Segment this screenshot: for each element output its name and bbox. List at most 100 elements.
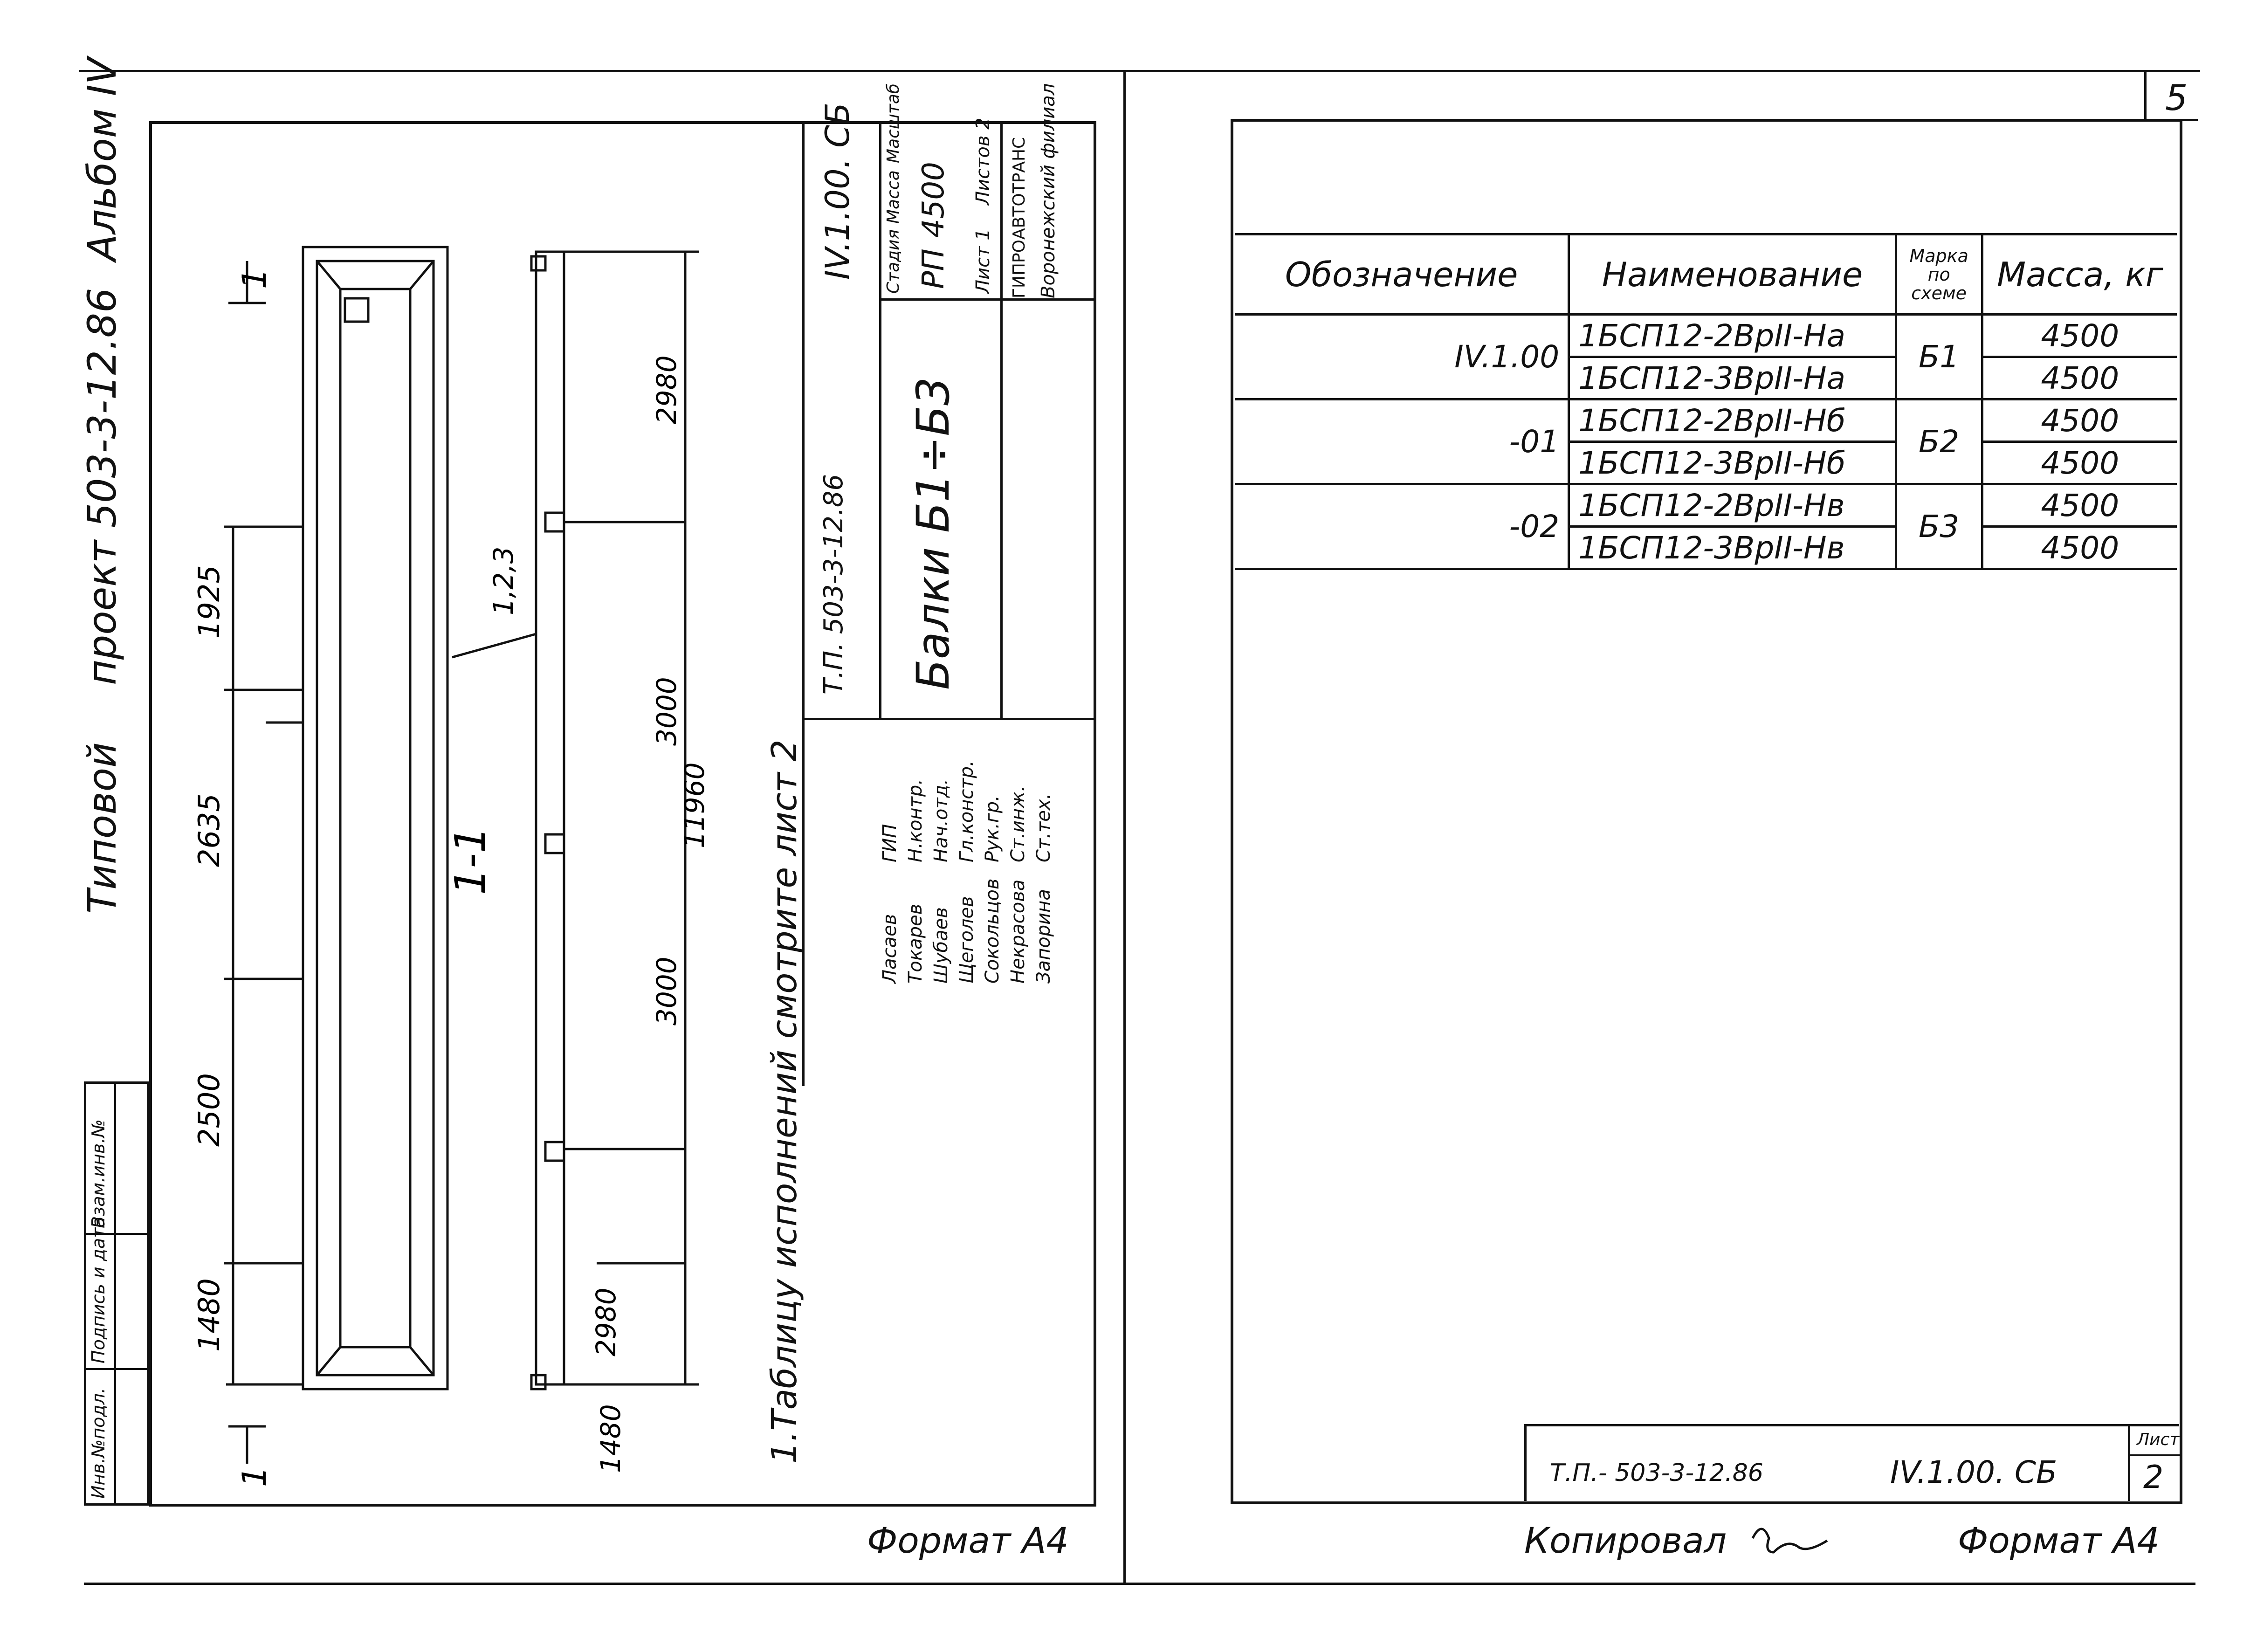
- sec-dim-2980-bot: 2980: [590, 1287, 622, 1356]
- staff-name: Ласаев: [879, 914, 901, 984]
- tb-doc-code: Т.П. 503-3-12.86: [819, 474, 849, 695]
- right-format-label: Формат А4: [1958, 1520, 2160, 1561]
- tb-scale-header: Масштаб: [884, 83, 903, 163]
- note-text: 1.Таблицу исполнений смотрите лист 2: [764, 739, 805, 1464]
- table-row: 1БСП12-3ВрII-Нв 4500: [1235, 525, 2177, 570]
- right-stamp: Т.П.- 503-3-12.86 IV.1.00. СБ Лист 2: [1524, 1424, 2181, 1501]
- sec-dim-3000-b: 3000: [651, 957, 682, 1026]
- staff-name: Некрасова: [1007, 879, 1029, 984]
- staff-role: Н.контр.: [905, 779, 926, 862]
- cell-mark: Б1: [1894, 313, 1983, 400]
- project-label: проект 503-3-12.86: [79, 288, 125, 685]
- staff-list: ГИП Ласаев Н.контр. Токарев Нач.отд. Шуб…: [879, 723, 1094, 1086]
- staff-role: Ст.тех.: [1033, 793, 1054, 862]
- section-label: 1-1: [446, 826, 495, 895]
- cell-name: 1БСП12-2ВрII-На: [1568, 313, 1897, 358]
- cell-mark: Б3: [1894, 483, 1983, 570]
- table-row: 1БСП12-3ВрII-Нб 4500: [1235, 441, 2177, 485]
- cell-mark: Б2: [1894, 398, 1983, 485]
- staff-role: Нач.отд.: [930, 778, 952, 862]
- cell-name: 1БСП12-2ВрII-Нб: [1568, 398, 1897, 443]
- sec-dim-1480: 1480: [595, 1404, 626, 1473]
- stamp-designation: IV.1.00. СБ: [1890, 1454, 2057, 1490]
- staff-name: Токарев: [905, 903, 926, 984]
- right-frame: [1231, 119, 2182, 1504]
- table-header-row: Обозначение Наименование Марка по схеме …: [1235, 233, 2177, 316]
- cell-designation: -01: [1235, 398, 1570, 485]
- table-row: -02 1БСП12-2ВрII-Нв Б3 4500: [1235, 483, 2177, 570]
- tb-org1: ГИПРОАВТОТРАНС: [1010, 137, 1029, 298]
- tb-sheet: Лист 1: [972, 228, 994, 294]
- cell-mass: 4500: [1981, 398, 2177, 443]
- cell-mass: 4500: [1981, 441, 2177, 485]
- cell-name: 1БСП12-3ВрII-Нв: [1568, 525, 1897, 570]
- page-number: 5: [2165, 77, 2188, 118]
- staff-name: Запорина: [1033, 889, 1054, 984]
- cell-name: 1БСП12-3ВрII-На: [1568, 356, 1897, 400]
- staff-name: Щеголев: [956, 896, 977, 984]
- sec-dim-3000-a: 3000: [651, 677, 682, 746]
- plan-dim-2500: 2500: [192, 1073, 226, 1147]
- staff-name: Шубаев: [930, 907, 952, 984]
- project-prefix: Типовой: [79, 742, 125, 914]
- section-mark-top: 1: [235, 268, 274, 289]
- tb-mass: 4500: [916, 162, 951, 238]
- copied-signature: [1751, 1528, 1828, 1554]
- tb-org2: Воронежский филиал: [1038, 83, 1059, 298]
- tb-sheets: Листов 2: [972, 117, 994, 205]
- cell-designation: IV.1.00: [1235, 313, 1570, 400]
- beam-drawing: 1480 2500 2635 1925 1-1 1 1 11960 2980 3…: [192, 246, 710, 1487]
- table-row: 1БСП12-3ВрII-На 4500: [1235, 356, 2177, 400]
- album-label: Альбом IV: [79, 57, 125, 261]
- tb-mass-header: Масса: [884, 170, 903, 224]
- staff-role: Гл.констр.: [956, 760, 977, 862]
- plan-dim-1925: 1925: [192, 565, 226, 639]
- cell-mass: 4500: [1981, 313, 2177, 358]
- cell-name: 1БСП12-2ВрII-Нв: [1568, 483, 1897, 528]
- sec-dim-11960: 11960: [679, 762, 710, 848]
- execution-table: Обозначение Наименование Марка по схеме …: [1235, 233, 2177, 570]
- side-stamp-replace: Взам.инв.№: [88, 1119, 109, 1228]
- stamp-sheet-label: Лист: [2137, 1430, 2180, 1449]
- section-beam-outline: [535, 250, 565, 1386]
- tb-stage: РП: [916, 248, 951, 289]
- staff-name: Сокольцов: [982, 878, 1003, 984]
- plan-beam-inner: [316, 260, 435, 1377]
- side-stamp-sign: Подпись и дата: [88, 1217, 109, 1363]
- cell-name: 1БСП12-3ВрII-Нб: [1568, 441, 1897, 485]
- side-stamp: Инв.№подл. Подпись и дата Взам.инв.№: [84, 1081, 149, 1506]
- cell-mass: 4500: [1981, 356, 2177, 400]
- copied-label: Копировал: [1524, 1520, 1727, 1561]
- tb-designation: IV.1.00. СБ: [819, 102, 857, 280]
- plan-dim-1480: 1480: [192, 1278, 226, 1352]
- plan-dim-2635: 2635: [192, 793, 226, 867]
- table-row: -01 1БСП12-2ВрII-Нб Б2 4500: [1235, 398, 2177, 485]
- title-block: Т.П. 503-3-12.86 IV.1.00. СБ Балки Б1÷Б3…: [802, 83, 1094, 1086]
- sec-dim-2980-top: 2980: [651, 355, 682, 424]
- side-stamp-inv: Инв.№подл.: [88, 1387, 109, 1499]
- cell-mass: 4500: [1981, 525, 2177, 570]
- tb-stage-header: Стадия: [884, 229, 903, 294]
- page-number-box: 5: [2144, 72, 2198, 121]
- plan-beam-outline: [302, 246, 449, 1390]
- header-mass: Масса, кг: [1981, 233, 2177, 316]
- lifting-loop-top: [344, 297, 370, 323]
- cell-designation: -02: [1235, 483, 1570, 570]
- staff-role: Ст.инж.: [1007, 785, 1029, 862]
- staff-role: ГИП: [879, 824, 901, 862]
- header-designation: Обозначение: [1235, 233, 1570, 316]
- section-mark-bottom: 1: [235, 1466, 274, 1487]
- stamp-doc-code: Т.П.- 503-3-12.86: [1550, 1459, 1763, 1487]
- tb-title: Балки Б1÷Б3: [907, 377, 959, 690]
- header-name: Наименование: [1568, 233, 1897, 316]
- table-row: IV.1.00 1БСП12-2ВрII-На Б1 4500: [1235, 313, 2177, 400]
- left-format-label: Формат А4: [867, 1520, 1069, 1561]
- top-rule: [79, 70, 2200, 72]
- stamp-sheet-number: 2: [2143, 1459, 2164, 1496]
- left-frame: [149, 121, 1096, 1507]
- staff-role: Рук.гр.: [982, 795, 1003, 862]
- header-mark: Марка по схеме: [1894, 233, 1983, 316]
- bottom-rule: [84, 1583, 2195, 1585]
- center-fold-line: [1123, 70, 1126, 1585]
- callout-123: 1,2,3: [488, 546, 519, 615]
